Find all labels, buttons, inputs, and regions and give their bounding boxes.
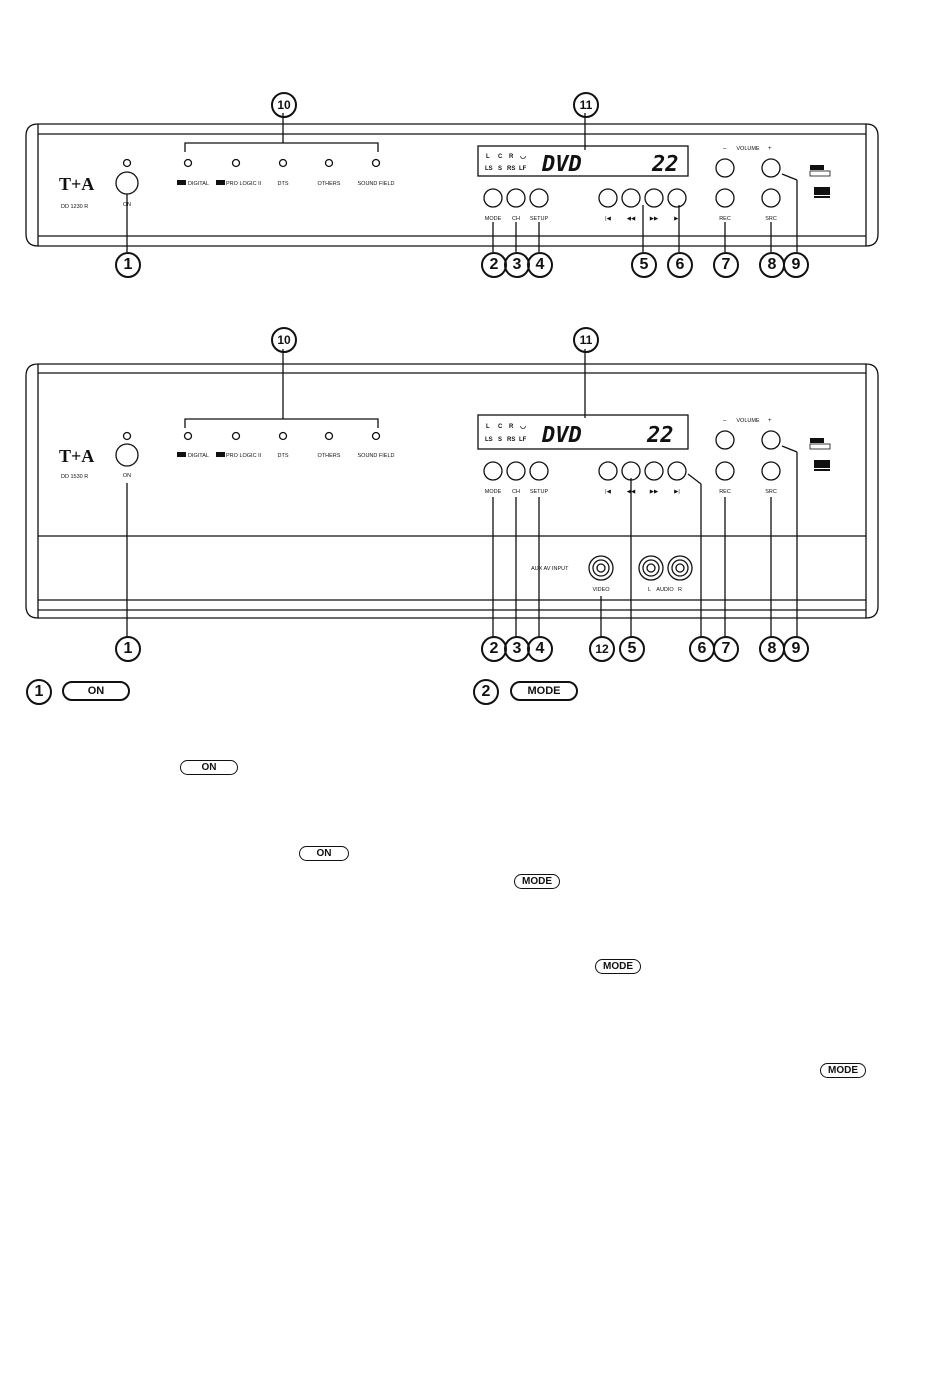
unit2-lcd-number: 22 xyxy=(646,423,674,448)
unit1-led-digital: DIGITAL xyxy=(188,181,209,187)
callout-5-unit1: 5 xyxy=(631,252,657,278)
unit1-src-label: SRC xyxy=(765,216,777,222)
callout-10-unit1: 10 xyxy=(271,92,297,118)
section1-key-on: ON xyxy=(62,681,130,701)
unit1-led-soundfield: SOUND FIELD xyxy=(358,181,395,187)
unit1-lcd-source: DVD xyxy=(541,152,582,177)
section2-inline-key-mode-2: MODE xyxy=(595,959,641,974)
unit1-lcd-number: 22 xyxy=(651,152,679,177)
unit1-volume-plus: + xyxy=(768,146,772,152)
callout-7-unit2: 7 xyxy=(713,636,739,662)
unit1-lcd-l: L xyxy=(486,154,490,160)
section2-inline-key-mode-3: MODE xyxy=(820,1063,866,1078)
callout-10-unit2: 10 xyxy=(271,327,297,353)
unit1-lcd-rs: RS xyxy=(507,166,515,172)
unit2-model: DD 1530 R xyxy=(61,474,88,480)
unit2-volume-plus: + xyxy=(768,418,772,424)
unit1-on-label: ON xyxy=(123,202,131,208)
unit1-lcd-r: R xyxy=(509,154,514,160)
dolby-dts-logo-icon xyxy=(809,438,831,471)
unit2-led-dts: DTS xyxy=(278,453,289,459)
unit2-ch-label: CH xyxy=(512,489,520,495)
unit1-led-prologic: PRO LOGIC II xyxy=(226,181,262,187)
unit2-aux-left: L xyxy=(648,587,651,593)
callout-11-unit1: 11 xyxy=(573,92,599,118)
callout-8-unit1: 8 xyxy=(759,252,785,278)
unit1-ch-label: CH xyxy=(512,216,520,222)
unit2-volume-label: VOLUME xyxy=(736,418,760,424)
unit2-lcd-sub: ◡ xyxy=(520,423,526,430)
unit1-volume-label: VOLUME xyxy=(736,146,760,152)
unit2-rew-label: ◀◀ xyxy=(627,489,636,495)
unit1-lcd-lf: LF xyxy=(519,166,527,172)
callout-12-unit2: 12 xyxy=(589,636,615,662)
callout-8-unit2: 8 xyxy=(759,636,785,662)
unit2-aux-video: VIDEO xyxy=(592,587,610,593)
unit2-lcd-ls: LS xyxy=(485,437,493,443)
unit2-panel xyxy=(25,349,879,637)
unit2-src-label: SRC xyxy=(765,489,777,495)
callout-1-unit2: 1 xyxy=(115,636,141,662)
unit2-led-digital: DIGITAL xyxy=(188,453,209,459)
callout-7-unit1: 7 xyxy=(713,252,739,278)
section1-inline-key-on-2: ON xyxy=(299,846,349,861)
unit1-led-dts: DTS xyxy=(278,181,289,187)
unit1-mode-label: MODE xyxy=(485,216,502,222)
unit1-brand: T+A xyxy=(59,174,94,194)
section2-inline-key-mode-1: MODE xyxy=(514,874,560,889)
unit2-lcd-s: S xyxy=(498,437,502,443)
callout-4-unit1: 4 xyxy=(527,252,553,278)
unit2-lcd-source: DVD xyxy=(541,423,582,448)
section1-inline-key-on-1: ON xyxy=(180,760,238,775)
dolby-dts-logo-icon xyxy=(809,165,831,198)
section2-number: 2 xyxy=(473,679,499,705)
callout-9-unit2: 9 xyxy=(783,636,809,662)
callout-9-unit1: 9 xyxy=(783,252,809,278)
unit2-aux-label: AUX AV INPUT xyxy=(531,566,569,572)
unit2-setup-label: SETUP xyxy=(530,489,549,495)
unit1-lcd-ls: LS xyxy=(485,166,493,172)
section2-key-mode: MODE xyxy=(510,681,578,701)
unit1-lcd-sub: ◡ xyxy=(520,153,526,160)
unit2-brand: T+A xyxy=(59,446,94,466)
unit2-led-prologic: PRO LOGIC II xyxy=(226,453,262,459)
callout-6-unit2: 6 xyxy=(689,636,715,662)
unit2-next-label: ▶| xyxy=(674,489,680,495)
unit1-ffw-label: ▶▶ xyxy=(650,216,659,222)
unit1-volume-minus: – xyxy=(723,146,727,152)
unit1-lcd-c: C xyxy=(498,154,503,160)
unit1-setup-label: SETUP xyxy=(530,216,549,222)
unit2-on-label: ON xyxy=(123,473,131,479)
unit1-rew-label: ◀◀ xyxy=(627,216,636,222)
callout-11-unit2: 11 xyxy=(573,327,599,353)
unit1-panel xyxy=(25,113,879,252)
unit1-led-others: OTHERS xyxy=(318,181,341,187)
unit1-model: DD 1230 R xyxy=(61,204,88,210)
unit2-lcd-r: R xyxy=(509,424,514,430)
unit2-led-others: OTHERS xyxy=(318,453,341,459)
callout-4-unit2: 4 xyxy=(527,636,553,662)
unit2-aux-audio: AUDIO xyxy=(656,587,674,593)
unit2-volume-minus: – xyxy=(723,418,727,424)
callout-6-unit1: 6 xyxy=(667,252,693,278)
unit2-aux-right: R xyxy=(678,587,682,593)
unit2-mode-label: MODE xyxy=(485,489,502,495)
unit2-lcd-l: L xyxy=(486,424,490,430)
unit2-lcd-lf: LF xyxy=(519,437,527,443)
section1-number: 1 xyxy=(26,679,52,705)
callout-5-unit2: 5 xyxy=(619,636,645,662)
unit2-ffw-label: ▶▶ xyxy=(650,489,659,495)
unit2-rec-label: REC xyxy=(719,489,731,495)
unit1-next-label: ▶| xyxy=(674,216,680,222)
callout-1-unit1: 1 xyxy=(115,252,141,278)
unit1-lcd-s: S xyxy=(498,166,502,172)
unit2-lcd-c: C xyxy=(498,424,503,430)
unit2-prev-label: |◀ xyxy=(605,489,611,495)
front-panel-drawings: T+A DD 1230 R ON DIGITAL PRO LOGIC II DT… xyxy=(25,113,879,637)
unit2-led-soundfield: SOUND FIELD xyxy=(358,453,395,459)
unit2-lcd-rs: RS xyxy=(507,437,515,443)
unit1-prev-label: |◀ xyxy=(605,216,611,222)
unit1-rec-label: REC xyxy=(719,216,731,222)
